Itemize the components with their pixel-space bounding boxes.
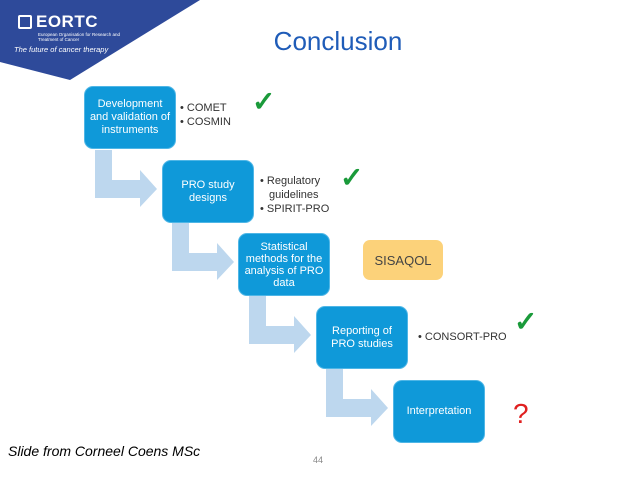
slide-credit: Slide from Corneel Coens MSc [8,443,201,459]
bullet-consort-pro: CONSORT-PRO [418,330,507,344]
question-mark-icon: ? [513,398,529,429]
check-icon: ✓ [252,86,276,117]
logo-name: EORTC [36,12,98,31]
bullet-comet: COMET [180,101,231,115]
flow-arrow-4 [326,369,388,426]
bullet-guidelines: guidelines [269,189,319,201]
bullet-spirit-pro: SPIRIT-PRO [260,202,329,216]
step-box-study-designs: PRO study designs [162,160,254,223]
flow-arrow-2 [172,223,234,280]
step-box-statistical-methods: Statistical methods for the analysis of … [238,233,330,296]
check-icon: ✓ [340,162,364,193]
logo-tagline: The future of cancer therapy [14,45,109,54]
sisaqol-badge: SISAQOL [363,240,443,280]
check-icon: ✓ [514,306,538,337]
step-2-bullets: Regulatory guidelines SPIRIT-PRO [260,174,329,216]
step-box-development: Development and validation of instrument… [84,86,176,149]
step-1-bullets: COMET COSMIN [180,101,231,129]
flow-arrow-1 [95,150,157,207]
slide-title: Conclusion [273,26,403,56]
step-box-interpretation: Interpretation [393,380,485,443]
logo-banner [0,0,200,80]
step-4-bullets: CONSORT-PRO [418,330,507,344]
bullet-cosmin: COSMIN [180,115,231,129]
bullet-regulatory: Regulatory [260,174,329,188]
step-box-reporting: Reporting of PRO studies [316,306,408,369]
logo-subtitle: European Organisation for Research and T… [38,32,121,42]
page-number: 44 [313,455,324,465]
eortc-logo-icon [18,15,32,29]
flow-arrow-3 [249,296,311,353]
